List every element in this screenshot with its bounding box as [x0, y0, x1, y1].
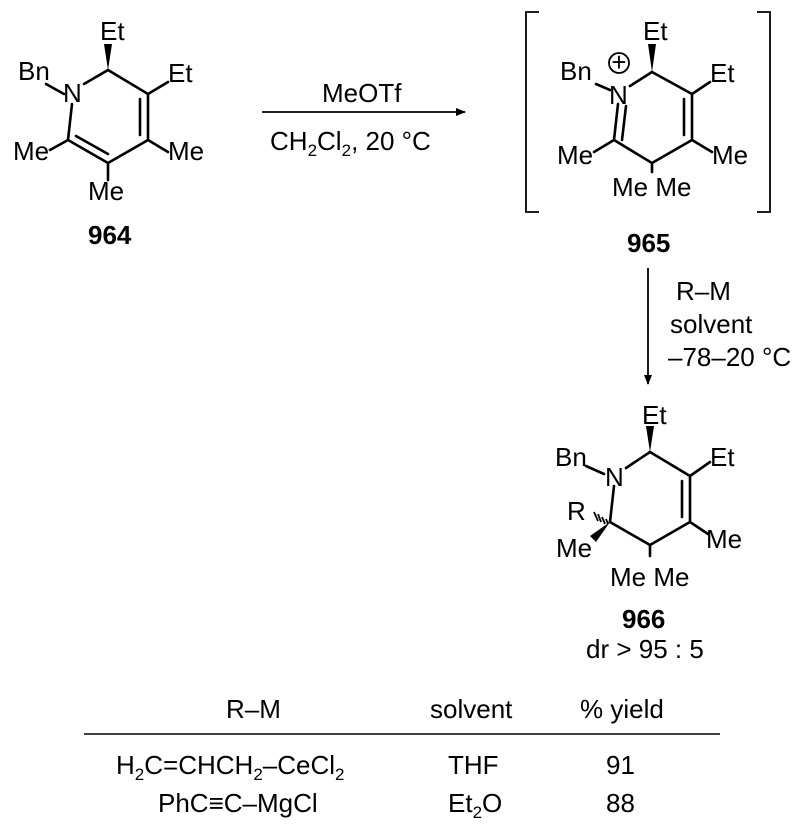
solvent-cell: THF [448, 750, 499, 780]
compound-number: 965 [627, 228, 670, 258]
compound-966-bonds [584, 426, 712, 558]
reagent-label: MeOTf [322, 78, 402, 108]
conditions-label: CH2Cl2, 20 °C [270, 126, 431, 160]
ethyl-label: Et [710, 58, 735, 88]
reaction-arrow-2: R–M solvent –78–20 °C [644, 268, 791, 385]
ethyl-label: Et [642, 400, 667, 430]
column-header-solvent: solvent [430, 694, 513, 724]
hashed-bond [593, 511, 609, 525]
compound-964-bonds [44, 44, 170, 182]
methyl-label: Me [706, 524, 742, 554]
nitrogen-label: N [609, 80, 628, 110]
wedge-bond [648, 44, 656, 72]
bn-label: Bn [555, 442, 587, 472]
table-row: PhC≡C–MgCl Et2O 88 [158, 788, 635, 822]
compound-964: Bn N Et Et Me Me Me 964 [13, 16, 204, 250]
compound-965: Bn N + Et Et Me Me Me Me 965 [525, 11, 771, 258]
compound-966: Bn N Et Et R Me Me Me Me 966 dr > 95 : 5 [555, 400, 742, 664]
positive-charge-label: + [611, 47, 626, 77]
gem-dimethyl-label: Me Me [610, 562, 689, 592]
yield-cell: 91 [606, 750, 635, 780]
nitrogen-label: N [605, 462, 624, 492]
methyl-label: Me [13, 136, 49, 166]
ethyl-label: Et [643, 16, 668, 46]
column-header-rm: R–M [226, 694, 281, 724]
yield-cell: 88 [606, 788, 635, 818]
compound-number: 964 [88, 220, 132, 250]
methyl-label: Me [88, 176, 124, 206]
methyl-label: Me [712, 140, 748, 170]
ethyl-label: Et [710, 442, 735, 472]
column-header-yield: % yield [580, 694, 664, 724]
wedge-bond [646, 426, 654, 452]
ethyl-label: Et [100, 16, 125, 46]
bn-label: Bn [560, 56, 592, 86]
right-bracket [757, 11, 771, 213]
diastereomeric-ratio: dr > 95 : 5 [586, 634, 704, 664]
compound-965-bonds [592, 44, 714, 174]
methyl-label: Me [557, 140, 593, 170]
temperature-label: –78–20 °C [668, 342, 791, 372]
bn-label: Bn [18, 56, 50, 86]
wedge-bond [104, 44, 112, 70]
left-bracket [525, 11, 539, 213]
results-table: R–M solvent % yield H2C=CHCH2–CeCl2 THF … [84, 694, 720, 822]
rm-cell: PhC≡C–MgCl [158, 788, 318, 818]
reagent-label: R–M [676, 276, 731, 306]
solvent-label: solvent [670, 309, 753, 339]
positive-charge-circle [608, 52, 630, 74]
ethyl-label: Et [168, 58, 193, 88]
rm-cell: H2C=CHCH2–CeCl2 [116, 750, 345, 784]
compound-number: 966 [622, 604, 665, 634]
reaction-arrow-1: MeOTf CH2Cl2, 20 °C [262, 78, 466, 160]
methyl-label: Me [556, 533, 592, 563]
solvent-cell: Et2O [448, 788, 502, 822]
gem-dimethyl-label: Me Me [612, 172, 691, 202]
wedge-bond [590, 522, 610, 542]
nitrogen-label: N [63, 78, 82, 108]
r-group-label: R [567, 496, 586, 526]
table-row: H2C=CHCH2–CeCl2 THF 91 [116, 750, 635, 784]
methyl-label: Me [168, 136, 204, 166]
